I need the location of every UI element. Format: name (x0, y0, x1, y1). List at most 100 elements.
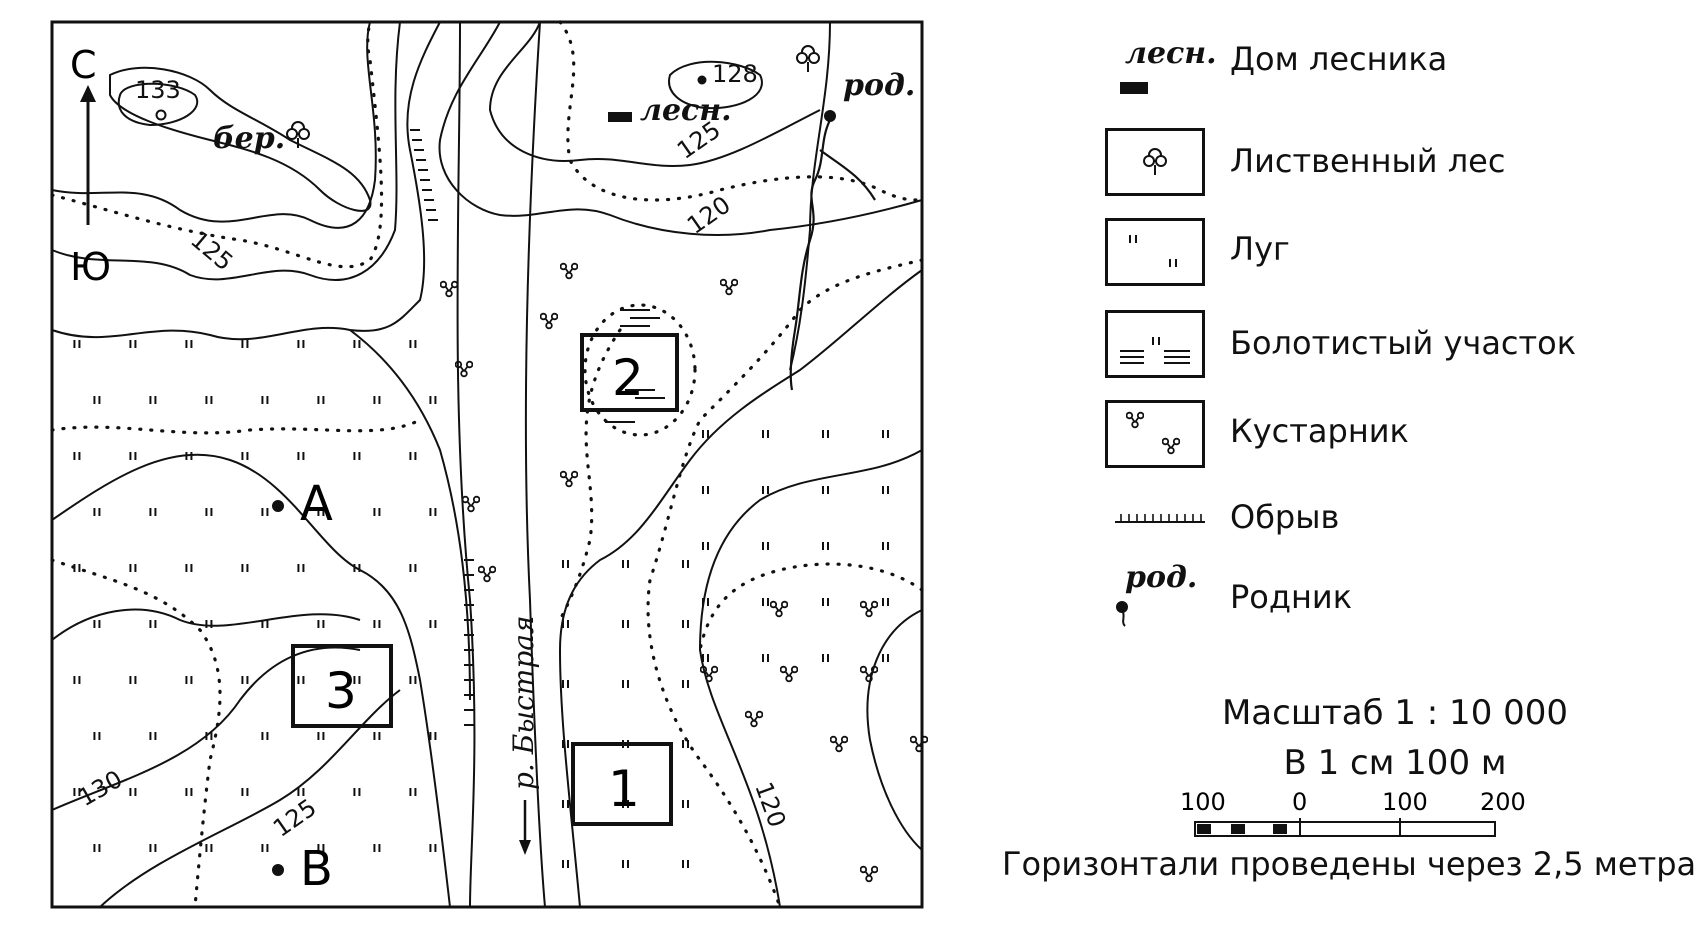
meadow-symbol (622, 680, 629, 689)
scale-bar: 100 0 100 200 (1180, 788, 1526, 837)
meadow-symbol (205, 396, 213, 405)
contour-label-130: 130 (74, 765, 128, 812)
legend-spring-abbr: род. (1125, 560, 1198, 595)
meadow-symbol (429, 732, 437, 741)
site-3-label: 3 (325, 662, 357, 720)
meadow-symbol (702, 486, 709, 495)
shrub-symbol (860, 865, 878, 883)
meadow-symbol (261, 396, 269, 405)
meadow-symbol (129, 788, 137, 797)
legend-box-meadow (1105, 218, 1205, 286)
river-flow-arrow (519, 800, 531, 855)
meadow-symbol (409, 676, 417, 685)
meadow-symbol (622, 860, 629, 869)
meadow-icon (1129, 235, 1177, 267)
scale-tick-0: 0 (1292, 788, 1307, 816)
meadow-symbol (822, 542, 829, 551)
meadow-symbol (297, 340, 305, 349)
meadow-symbol (317, 732, 325, 741)
shrub-icon (1126, 411, 1180, 455)
meadow-symbol (185, 676, 193, 685)
height-point-133 (155, 109, 167, 121)
shrub-symbol (910, 735, 928, 753)
meadow-symbol (241, 676, 249, 685)
shrub-symbol (745, 710, 763, 728)
meadow-symbol (93, 844, 101, 853)
meadow-symbol (129, 676, 137, 685)
legend-label-meadow: Луг (1230, 230, 1290, 268)
meadow-symbol (373, 620, 381, 629)
legend-box-swamp (1105, 310, 1205, 378)
meadow-symbol (429, 508, 437, 517)
meadow-symbol (185, 788, 193, 797)
shrub-symbol (540, 312, 558, 330)
meadow-symbol (822, 654, 829, 663)
cliff-icon (1115, 514, 1205, 523)
contour-lines (51, 21, 923, 908)
legend-box-deciduous-forest (1105, 128, 1205, 196)
meadow-symbol (93, 620, 101, 629)
legend-item-cliff: Обрыв (1095, 490, 1675, 570)
legend-item-deciduous-forest: Лиственный лес (1095, 128, 1675, 208)
meadow-symbol (317, 396, 325, 405)
contour-label-120-se: 120 (749, 778, 791, 831)
shrub-symbol (830, 735, 848, 753)
meadow-symbol (882, 598, 889, 607)
meadow-symbol (93, 732, 101, 741)
meadow-symbol (297, 676, 305, 685)
meadow-symbol (261, 732, 269, 741)
scale-tick-100-left: 100 (1180, 788, 1226, 816)
contour-interval-note: Горизонтали проведены через 2,5 метра (1002, 845, 1696, 883)
shrub-symbol (780, 665, 798, 683)
meadow-symbol (317, 620, 325, 629)
meadow-symbol (73, 340, 81, 349)
cliff-marks (410, 129, 474, 726)
meadow-symbol (882, 486, 889, 495)
river-label: р. Быстрая (507, 616, 540, 791)
meadow-symbol (73, 452, 81, 461)
meadow-symbol (409, 564, 417, 573)
meadow-symbol (241, 564, 249, 573)
meadow-symbol (373, 732, 381, 741)
compass-south: Ю (70, 245, 111, 289)
meadow-symbol (882, 542, 889, 551)
deciduous-forest-icon (286, 45, 820, 148)
deciduous-forest-icon (1143, 148, 1167, 175)
point-b-marker (272, 864, 284, 876)
site-2-box (580, 333, 679, 412)
shrub-symbol (860, 600, 878, 618)
meadow-symbol (762, 430, 769, 439)
meadow-symbol (702, 654, 709, 663)
scale-tick-200: 200 (1480, 788, 1526, 816)
meadow-symbol (149, 508, 157, 517)
shrub-symbol (440, 280, 458, 298)
shrub-symbol (770, 600, 788, 618)
legend-label-swamp: Болотистый участок (1230, 324, 1577, 362)
contour-label-125-nw: 125 (185, 226, 238, 277)
meadow-symbol (622, 620, 629, 629)
legend-label-spring: Родник (1230, 578, 1353, 616)
point-a-marker (272, 500, 284, 512)
map-frame (50, 20, 924, 909)
meadow-symbol (261, 508, 269, 517)
meadow-symbol (149, 844, 157, 853)
meadow-symbol (762, 654, 769, 663)
meadow-symbol (622, 560, 629, 569)
meadow-symbol (353, 340, 361, 349)
site-2-label: 2 (612, 349, 644, 407)
meadow-symbol (205, 508, 213, 517)
forester-house-icon (608, 112, 632, 122)
meadow-symbol (562, 800, 569, 809)
meadow-symbol (409, 340, 417, 349)
shrub-symbol (462, 495, 480, 513)
meadow-symbol (261, 844, 269, 853)
legend-item-shrub: Кустарник (1095, 400, 1675, 480)
forester-house-icon (1120, 82, 1148, 94)
swamp-icon (1120, 337, 1190, 364)
vegetation-borders (50, 20, 924, 909)
meadow-symbol (149, 620, 157, 629)
meadow-symbol (429, 844, 437, 853)
meadow-symbol (353, 452, 361, 461)
meadow-symbol (562, 560, 569, 569)
spring-icon (1116, 601, 1128, 627)
